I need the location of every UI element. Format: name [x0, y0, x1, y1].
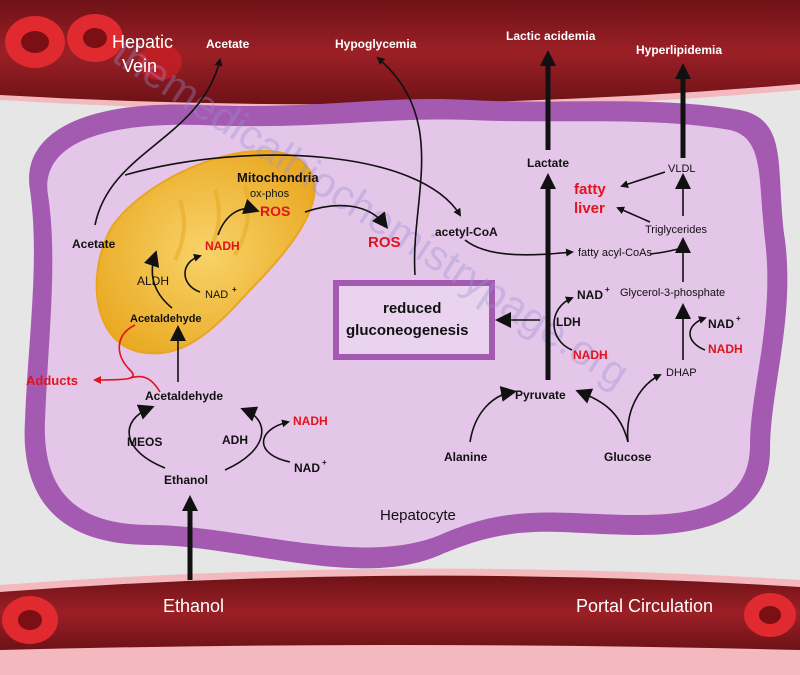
acetaldehyde-mito-label: Acetaldehyde	[130, 313, 202, 325]
vldl-to-fattyliver-arrow	[620, 171, 666, 188]
vessel-labels: Hepatic Vein Ethanol Portal Circulation	[112, 32, 713, 616]
pathway-arrows	[93, 50, 707, 580]
alanine-to-pyruvate-arrow	[469, 386, 517, 443]
adh-label: ADH	[222, 433, 248, 447]
alanine-label: Alanine	[444, 450, 488, 464]
aldh-label: ALDH	[137, 274, 169, 288]
output-labels: Acetate Hypoglycemia Lactic acidemia Hyp…	[206, 29, 722, 57]
glucose-to-dhap-arrow	[626, 374, 662, 443]
dhap-label: DHAP	[666, 367, 697, 379]
adducts-label: Adducts	[26, 373, 78, 388]
nad-mito-plus: +	[232, 285, 237, 294]
adh-cofactor-arrow	[262, 419, 291, 463]
nad-adh-label: NAD	[294, 461, 320, 475]
glucose-label: Glucose	[604, 450, 652, 464]
fattyacyl-to-tg-line	[649, 247, 684, 255]
oxphos-label: ox-phos	[250, 188, 290, 200]
liver-label: liver	[574, 200, 605, 217]
aldh-arrow	[143, 250, 173, 309]
nad-ldh-plus: +	[605, 285, 610, 294]
meos-label: MEOS	[127, 435, 162, 449]
nad-adh-plus: +	[322, 458, 327, 467]
ros-inner-label: ROS	[260, 203, 290, 219]
aldh-cofactor-arrow	[184, 253, 202, 293]
lactic-acidemia-label: Lactic acidemia	[506, 29, 596, 43]
nadh-adh-label: NADH	[293, 414, 328, 428]
fatty-label: fatty	[574, 181, 606, 198]
gluconeogenesis-label: gluconeogenesis	[346, 322, 469, 339]
acetate-label: Acetate	[72, 237, 116, 251]
ldh-cofactor-arrow	[553, 296, 574, 351]
pyruvate-label: Pyruvate	[515, 388, 566, 402]
nadh-dhap-label: NADH	[708, 342, 743, 356]
vldl-label: VLDL	[668, 163, 696, 175]
hepatic-vein-label-2: Vein	[122, 56, 157, 76]
hepatic-vein	[0, 0, 800, 111]
reduced-gluconeogenesis-box	[333, 280, 495, 360]
portal-circulation-vessel	[0, 568, 800, 675]
acetyl-coa-label: acetyl-CoA	[435, 225, 498, 239]
triglycerides-label: Triglycerides	[645, 224, 707, 236]
reduced-label: reduced	[383, 300, 441, 317]
meos-arrow	[128, 404, 166, 469]
acetaldehyde-label: Acetaldehyde	[145, 389, 223, 403]
acetate-export-arrow	[94, 58, 223, 226]
tg-to-fattyliver-arrow	[616, 206, 651, 223]
dhap-cofactor-arrow	[689, 316, 707, 351]
nad-ldh-label: NAD	[577, 288, 603, 302]
portal-ethanol-label: Ethanol	[163, 596, 224, 616]
ros-export-arrow	[304, 204, 389, 229]
red-blood-cell-icon	[2, 593, 796, 644]
fatty-acyl-coas-label: fatty acyl-CoAs	[578, 247, 652, 259]
mitochondria-labels: Mitochondria ox-phos ROS NADH ALDH NAD +…	[72, 170, 319, 325]
mitochondria-title: Mitochondria	[237, 170, 319, 185]
adducts-arrow	[93, 324, 136, 384]
cell-labels: Hepatocyte ROS Adducts Acetaldehyde MEOS…	[26, 156, 743, 524]
hypoglycemia-arrow	[376, 56, 423, 276]
acetate-output-label: Acetate	[206, 37, 250, 51]
nad-dhap-plus: +	[736, 314, 741, 323]
nadh-ldh-label: NADH	[573, 348, 608, 362]
nad-dhap-label: NAD	[708, 317, 734, 331]
hepatic-vein-label: Hepatic	[112, 32, 173, 52]
lactate-label: Lactate	[527, 156, 569, 170]
ldh-label: LDH	[556, 315, 581, 329]
hypoglycemia-label: Hypoglycemia	[335, 37, 417, 51]
ros-outer-label: ROS	[368, 234, 401, 251]
glucose-to-pyruvate-arrow	[575, 388, 629, 443]
adducts-line-2	[129, 375, 161, 393]
ethanol-label: Ethanol	[164, 473, 208, 487]
red-blood-cell-icon	[5, 14, 182, 80]
hyperlipidemia-label: Hyperlipidemia	[636, 43, 722, 57]
nadh-to-ros-arrow	[217, 198, 260, 236]
nad-mito-label: NAD	[205, 289, 228, 301]
hepatocyte-label: Hepatocyte	[380, 507, 456, 524]
glycerol3p-label: Glycerol-3-phosphate	[620, 287, 725, 299]
nadh-mito-label: NADH	[205, 239, 240, 253]
adh-arrow	[224, 406, 263, 471]
acetate-to-acetylcoa-arrow	[124, 154, 462, 217]
portal-circulation-label: Portal Circulation	[576, 596, 713, 616]
acetylcoa-to-fattyacyl-arrow	[464, 239, 574, 257]
